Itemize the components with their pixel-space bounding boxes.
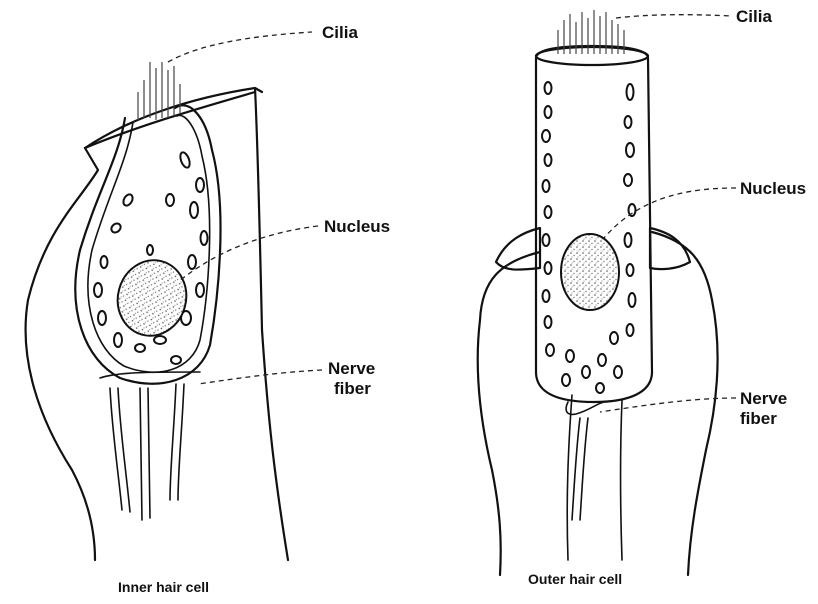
outer-support-tissue-outline <box>478 252 540 575</box>
inner-caption: Inner hair cell <box>118 579 209 595</box>
inner-support-top-edge <box>85 92 255 148</box>
outer-support-shelf-left <box>496 228 540 270</box>
outer-caption: Outer hair cell <box>528 571 622 587</box>
inner-nerve-label: Nerve <box>328 359 375 378</box>
outer-cilia-label: Cilia <box>736 7 772 26</box>
inner-cilia-label: Cilia <box>322 23 358 42</box>
outer-nucleus-label: Nucleus <box>740 179 806 198</box>
inner-cilia-leader <box>168 32 312 62</box>
inner-nerve-fibers <box>100 372 200 520</box>
outer-nerve-label: Nerve <box>740 389 787 408</box>
outer-nucleus <box>561 234 619 310</box>
outer-cilia-leader <box>616 15 732 18</box>
inner-nucleus-label: Nucleus <box>324 217 390 236</box>
outer-cell-top <box>536 47 648 65</box>
inner-hair-cell: Cilia Nucleus Nerve fiber Inner hair cel… <box>26 23 391 595</box>
inner-nerve-leader <box>198 370 322 384</box>
outer-hair-cell: Cilia Nucleus Nerve fiber Outer hair cel… <box>478 7 806 587</box>
outer-fiber-label: fiber <box>740 409 777 428</box>
outer-nerve-fiber <box>566 402 604 520</box>
inner-nucleus <box>109 252 194 343</box>
inner-nucleus-leader <box>178 226 318 282</box>
inner-fiber-label: fiber <box>334 379 371 398</box>
outer-nucleus-leader <box>604 188 736 238</box>
